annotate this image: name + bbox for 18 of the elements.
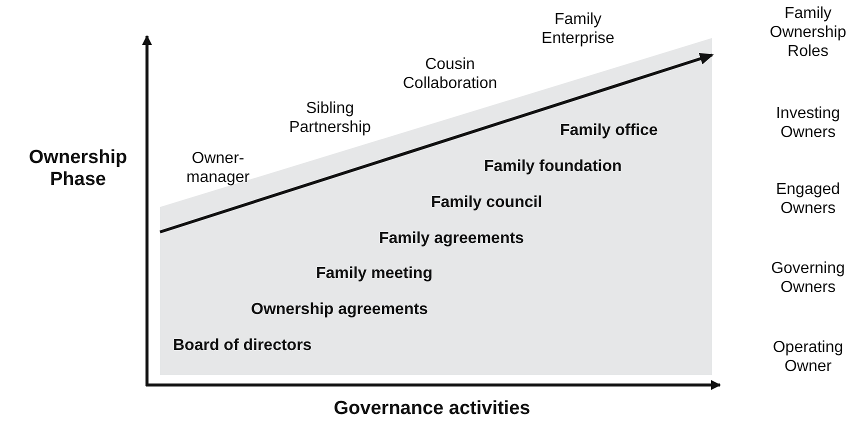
role-label: Engaged Owners: [774, 180, 842, 218]
activity-label: Family council: [431, 193, 542, 212]
activity-label: Family office: [560, 121, 658, 140]
phase-label: Owner-manager: [185, 149, 251, 187]
role-label: Investing Owners: [774, 104, 842, 142]
phase-label: Family Enterprise: [540, 10, 616, 48]
activity-label: Family meeting: [316, 264, 432, 283]
activity-label: Board of directors: [173, 336, 312, 355]
activity-label: Family foundation: [484, 157, 622, 176]
activity-label: Family agreements: [379, 229, 524, 248]
role-label: Governing Owners: [770, 259, 846, 297]
axis-title: Governance activities: [332, 398, 532, 420]
role-label: Family Ownership Roles: [768, 4, 848, 61]
phase-label: Cousin Collaboration: [402, 55, 498, 93]
phase-label: Sibling Partnership: [288, 99, 372, 137]
axis-title: Ownership Phase: [28, 147, 128, 191]
activity-label: Ownership agreements: [251, 300, 428, 319]
role-label: Operating Owner: [772, 338, 844, 376]
